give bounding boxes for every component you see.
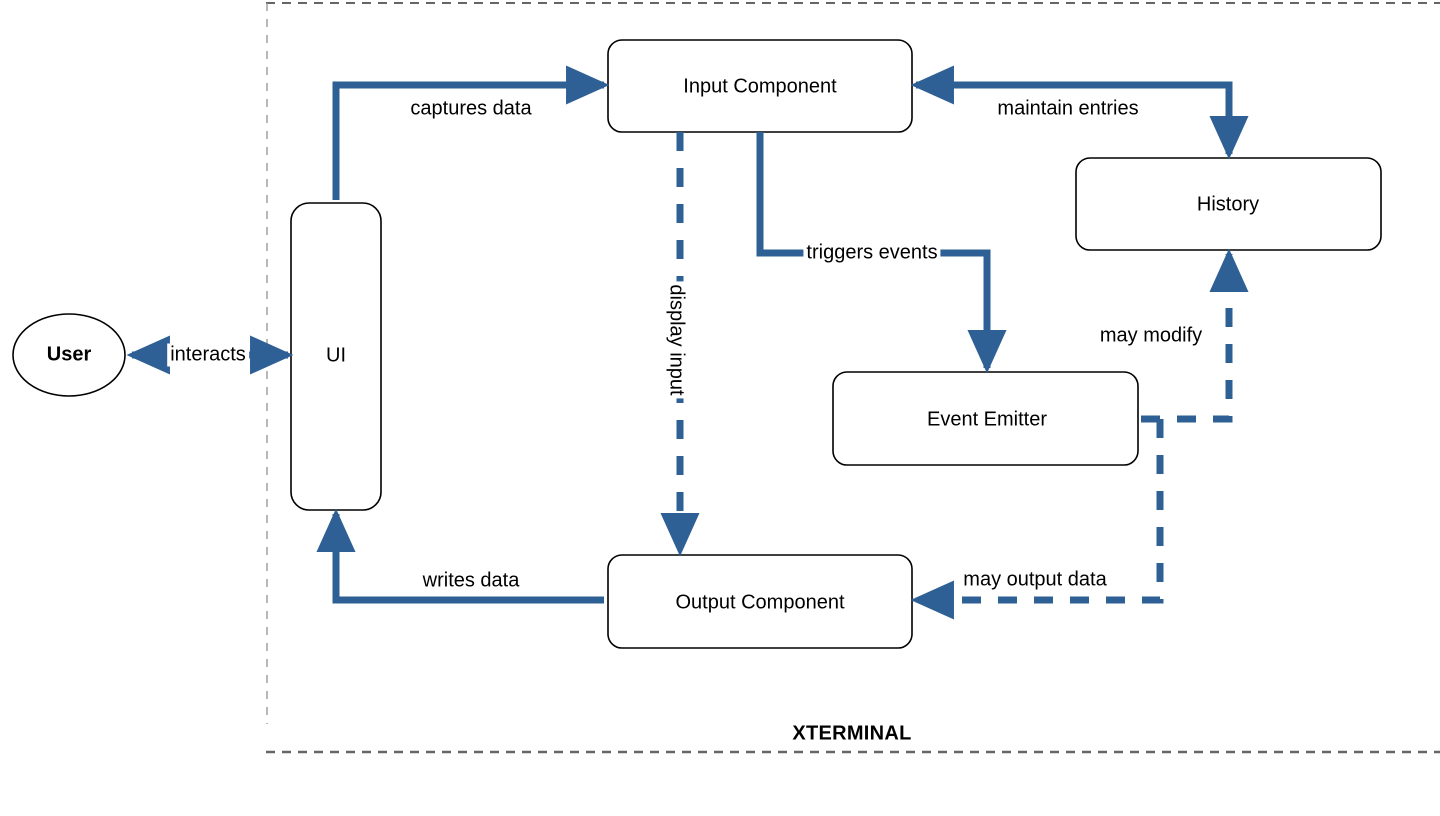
node-shape-history[interactable] <box>1075 157 1382 251</box>
xterminal-boundary <box>266 2 1440 754</box>
node-shape-ui[interactable] <box>290 202 382 511</box>
node-shape-input-component[interactable] <box>607 39 913 133</box>
edge-triggers-events[interactable] <box>756 132 1007 374</box>
edge-captures-data[interactable] <box>332 65 610 200</box>
edge-writes-data[interactable] <box>316 508 604 604</box>
edge-may-output-data[interactable] <box>910 419 1164 620</box>
node-shape-user[interactable] <box>12 313 126 397</box>
edge-may-modify[interactable] <box>1141 248 1249 423</box>
node-shapes <box>12 39 1382 649</box>
node-shape-event-emitter[interactable] <box>832 371 1139 466</box>
edges <box>126 65 1249 620</box>
node-shape-output-component[interactable] <box>607 554 913 649</box>
edge-maintain-entries-to-history[interactable] <box>916 81 1249 160</box>
